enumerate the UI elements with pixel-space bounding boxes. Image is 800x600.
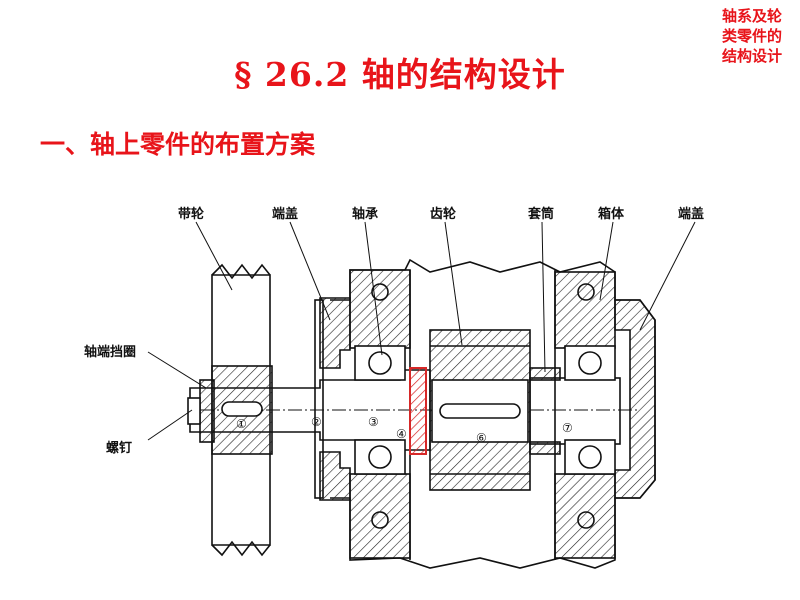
housing-wall-lower-left <box>349 473 411 559</box>
segment-label: ② <box>311 415 322 429</box>
chapter-note: 轴系及轮 类零件的 结构设计 <box>706 6 798 66</box>
bolt-hole <box>371 283 389 301</box>
label-end-cover-right: 端盖 <box>678 206 704 222</box>
label-gear: 齿轮 <box>430 206 456 222</box>
housing-wall-upper-left <box>349 269 411 349</box>
bearing-left <box>354 345 406 381</box>
sleeve-lower <box>529 441 561 455</box>
section-heading: 一、轴上零件的布置方案 <box>40 130 316 159</box>
label-screw: 螺钉 <box>106 440 132 456</box>
bearing-left-lower <box>354 439 406 475</box>
chapter-note-line: 类零件的 <box>721 27 782 45</box>
end-cover-left <box>319 297 351 369</box>
segment-label: ⑦ <box>562 421 573 435</box>
shaft-right-segment <box>529 377 621 445</box>
bolt-hole <box>577 511 595 529</box>
chapter-note-line: 结构设计 <box>721 47 782 65</box>
housing-wall-lower-right <box>554 473 616 559</box>
pulley-keyway <box>221 401 263 417</box>
chapter-note-line: 轴系及轮 <box>721 7 782 25</box>
segment-label: ⑥ <box>476 431 487 445</box>
bolt-hole <box>577 283 595 301</box>
bolt-hole <box>371 511 389 529</box>
label-retaining-ring: 轴端挡圈 <box>84 344 136 360</box>
segment-label: ③ <box>368 415 379 429</box>
screw-head <box>187 397 201 425</box>
bearing-right-lower <box>564 439 616 475</box>
shaft-shoulder-highlight <box>409 367 427 455</box>
segment-label: ④ <box>396 427 407 441</box>
page-title: § 26.2 轴的结构设计 <box>234 55 566 94</box>
label-bearing: 轴承 <box>352 206 378 222</box>
label-end-cover-left: 端盖 <box>272 206 298 222</box>
gear-keyway <box>439 403 521 419</box>
label-housing: 箱体 <box>598 206 625 222</box>
retaining-ring <box>199 379 215 443</box>
label-sleeve: 套筒 <box>527 206 554 222</box>
end-cover-right <box>614 299 656 499</box>
bearing-right <box>564 345 616 381</box>
end-cover-left-lower <box>319 451 351 501</box>
label-pulley: 带轮 <box>178 206 204 222</box>
segment-label: ① <box>236 417 247 431</box>
